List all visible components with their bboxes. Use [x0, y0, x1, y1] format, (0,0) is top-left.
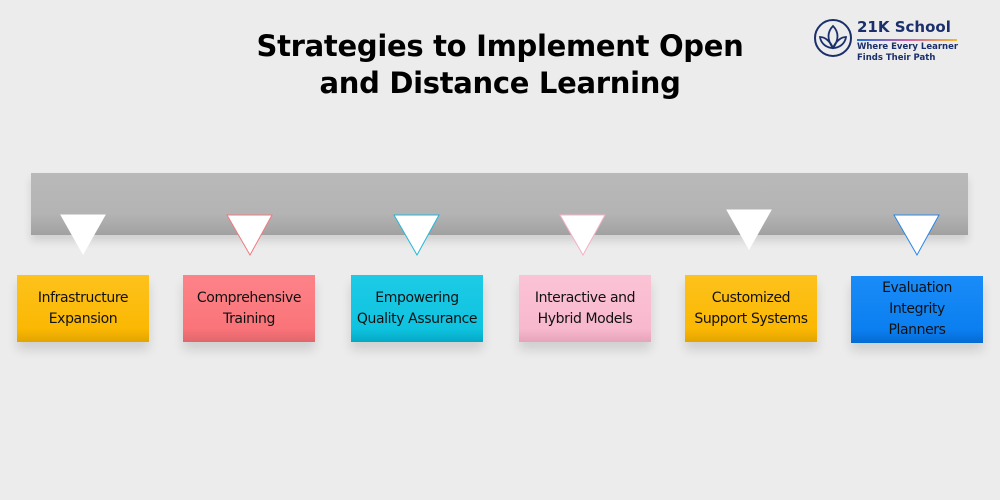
brand-underline — [857, 39, 957, 41]
brand-tagline: Where Every Learner Finds Their Path — [857, 42, 959, 63]
down-arrow-icon — [60, 214, 106, 256]
down-arrow-icon — [559, 214, 606, 257]
page-title: Strategies to Implement Open and Distanc… — [0, 28, 1000, 102]
lotus-circle-icon — [814, 19, 852, 57]
down-arrow-icon — [226, 214, 273, 257]
brand-logo: 21K School Where Every Learner Finds The… — [813, 18, 973, 68]
title-line-2: and Distance Learning — [319, 66, 681, 100]
timeline-beam — [31, 173, 968, 235]
down-arrow-icon — [726, 209, 772, 251]
brand-name: 21K School — [857, 18, 951, 36]
title-line-1: Strategies to Implement Open — [256, 29, 744, 63]
down-arrow-icon — [393, 214, 440, 257]
down-arrow-icon — [893, 214, 940, 257]
